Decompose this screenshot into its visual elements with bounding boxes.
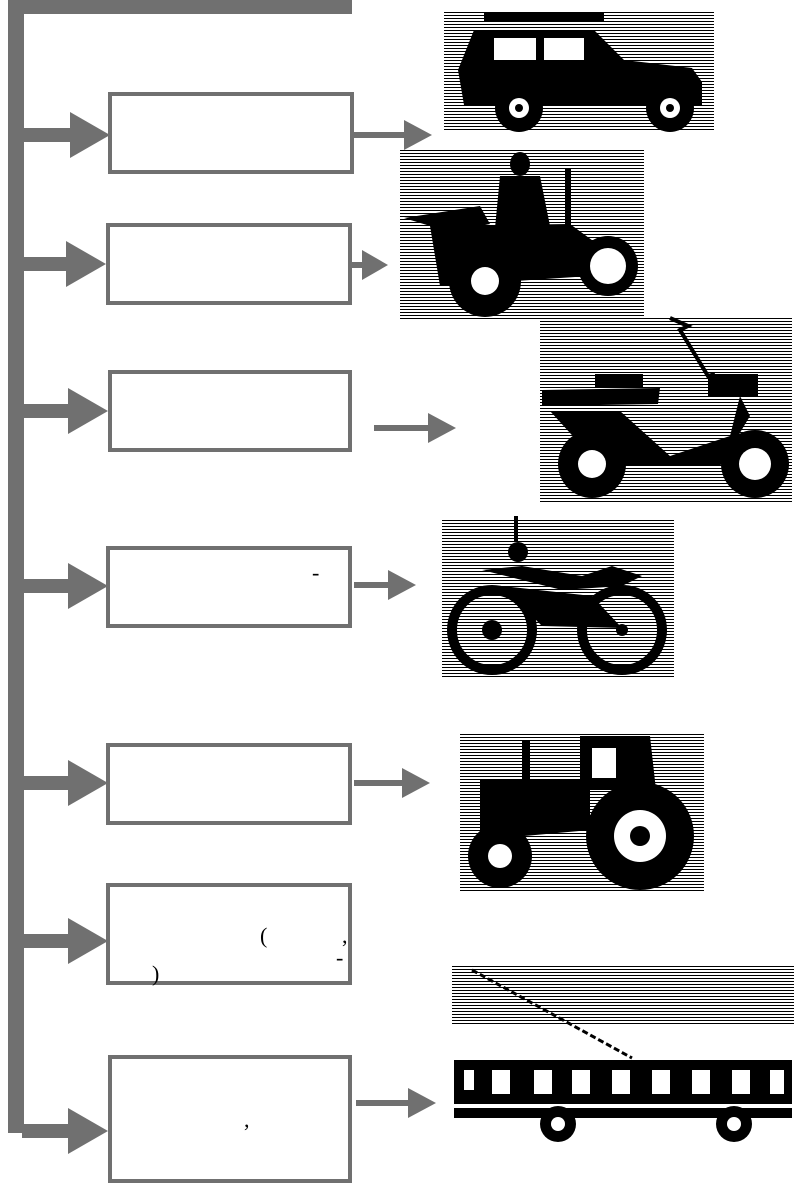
category-box-car	[108, 92, 354, 174]
branch-arrow-3	[22, 388, 108, 434]
box-text-fragment: -	[312, 560, 320, 585]
top-connector	[8, 0, 352, 14]
picture-arrow-3	[374, 413, 456, 443]
branch-arrow-1	[22, 112, 110, 158]
sidecar-motorcycle-icon	[400, 146, 644, 320]
branch-arrow-4	[22, 563, 108, 609]
trolleybus-icon	[452, 966, 794, 1146]
box-text-fragment: (	[260, 923, 268, 948]
category-box-moped: -	[106, 546, 352, 628]
box-text-fragment: ,	[342, 923, 348, 948]
box-text-fragment: -	[336, 945, 344, 970]
category-box-scooter	[108, 370, 352, 452]
picture-arrow-1	[354, 120, 432, 150]
category-box-special-vehicle: ( , - )	[106, 883, 352, 985]
moped-icon	[442, 516, 674, 678]
trunk-line	[8, 0, 24, 1133]
suv-car-icon	[444, 10, 714, 132]
picture-arrow-4	[354, 570, 416, 600]
box-text-fragment: )	[152, 961, 160, 986]
picture-arrow-2	[352, 250, 388, 280]
tractor-icon	[460, 730, 704, 892]
category-box-tractor	[106, 743, 352, 825]
branch-arrow-6	[22, 918, 108, 964]
picture-arrow-5	[354, 768, 430, 798]
picture-arrow-7	[356, 1088, 436, 1118]
box-text-fragment: ,	[244, 1107, 250, 1132]
scooter-icon	[540, 316, 792, 502]
branch-arrow-7	[22, 1108, 108, 1154]
category-box-sidecar-motorcycle	[106, 223, 352, 305]
branch-arrow-2	[22, 241, 106, 287]
branch-arrow-5	[22, 760, 108, 806]
category-box-trolleybus: ,	[108, 1055, 352, 1183]
